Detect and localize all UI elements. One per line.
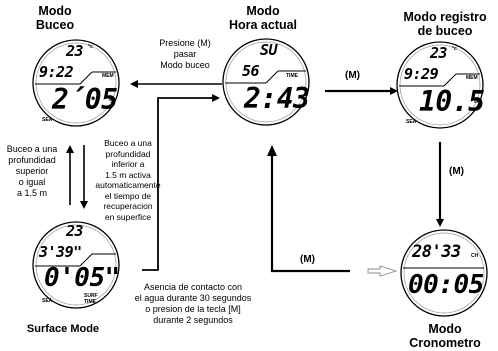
- buceo-depth: 2´05: [52, 83, 118, 116]
- title-hora-actual-line1: Modo: [246, 4, 280, 18]
- title-modo-registro-line2: de buceo: [417, 24, 473, 38]
- note-presione-1: Presione (M): [159, 38, 211, 48]
- surface-tag-time: TIME: [84, 299, 96, 305]
- registro-temp: 23: [430, 44, 448, 62]
- registro-sea: SEA: [406, 119, 417, 125]
- title-hora-actual-line2: Hora actual: [228, 18, 298, 32]
- watch-buceo: 23 °c 9:22 MEM 2´05 m SEA: [30, 38, 122, 128]
- note-mid-6: el tiempo de: [104, 190, 152, 201]
- registro-temp-unit: °c: [452, 46, 457, 52]
- arrow-crono-to-hora: [270, 152, 350, 273]
- note-left-1: Buceo a una: [6, 144, 58, 154]
- title-modo-registro: Modo registro de buceo: [395, 10, 495, 38]
- hora-day: SU: [260, 41, 278, 59]
- buceo-sea: SEA: [42, 117, 53, 123]
- surface-sea: SEA: [42, 298, 53, 304]
- buceo-temp-unit: °c: [88, 44, 93, 50]
- buceo-mem: MEM: [102, 73, 114, 79]
- title-modo-buceo: Modo Buceo: [20, 4, 90, 32]
- title-modo-registro-line1: Modo registro: [403, 10, 487, 24]
- title-modo-buceo-line2: Buceo: [35, 18, 75, 32]
- note-left-2: profundidad: [8, 155, 56, 165]
- note-mid-7: recuperacion: [103, 201, 153, 211]
- watch-cronometro: 28'33 CH 00:05: [398, 228, 490, 318]
- note-bottom-4: durante 2 segundos: [153, 315, 233, 325]
- hora-clock: 2:43: [244, 82, 310, 115]
- registro-mem: MEM: [466, 75, 478, 81]
- note-left-5: a 1.5 m: [16, 188, 47, 198]
- label-m-bottom: (M): [300, 254, 315, 265]
- crono-time: 00:05: [408, 270, 484, 300]
- title-surface-mode: Surface Mode: [26, 323, 100, 335]
- note-left-4: o igual: [18, 177, 46, 187]
- note-presione-2: pasar: [173, 49, 197, 59]
- label-m-top: (M): [345, 70, 360, 81]
- title-modo-cronometro: Modo Cronometro: [400, 322, 490, 350]
- arrow-surface-to-hora: [142, 94, 220, 271]
- note-mid: Buceo a una profundidad inferior a 1.5 m…: [93, 138, 163, 222]
- note-mid-8: en superfice: [104, 211, 152, 222]
- watch-registro: 23 °c 9:29 MEM 10.5 m SEA: [394, 40, 486, 130]
- buceo-depth-unit: m: [109, 96, 116, 103]
- title-cronometro-line1: Modo: [428, 322, 462, 336]
- note-mid-4: 1.5 m activa: [105, 169, 151, 180]
- hora-seconds: 56: [242, 62, 260, 80]
- surface-time: 0'05": [44, 263, 120, 293]
- surface-interval: 3'39": [39, 243, 82, 261]
- surface-tag-surf: SURF: [84, 293, 98, 299]
- label-m-right: (M): [449, 166, 464, 177]
- note-presione: Presione (M) pasar Modo buceo: [150, 38, 220, 71]
- surface-temp: 23: [66, 222, 84, 240]
- note-bottom-3: o presion de la tecla [M]: [145, 304, 241, 314]
- note-bottom-1: Asencia de contacto con: [143, 282, 243, 292]
- title-hora-actual: Modo Hora actual: [218, 4, 308, 32]
- note-mid-2: profundidad: [105, 148, 151, 159]
- buceo-temp: 23: [66, 42, 84, 60]
- note-mid-5: automaticamente: [95, 180, 161, 190]
- watch-hora: SU 56 TIME 2:43: [220, 37, 312, 127]
- title-cronometro-line2: Cronometro: [409, 336, 481, 350]
- note-presione-3: Modo buceo: [160, 60, 210, 70]
- title-modo-buceo-line1: Modo: [38, 4, 72, 18]
- crono-lap: 28'33: [412, 242, 461, 262]
- hora-time-tag: TIME: [286, 73, 298, 79]
- buceo-time: 9:22: [39, 63, 74, 81]
- registro-time: 9:29: [404, 65, 439, 83]
- registro-depth-unit: m: [474, 98, 481, 105]
- note-left: Buceo a una profundidad superior o igual…: [0, 144, 64, 199]
- note-bottom: Asencia de contacto con el agua durante …: [128, 282, 258, 326]
- registro-depth: 10.5: [419, 85, 485, 118]
- watch-surface: 23 3'39" 0'05" SURF TIME SEA: [30, 220, 122, 310]
- note-left-3: superior: [15, 166, 49, 176]
- hollow-arrow-crono: [367, 265, 398, 277]
- crono-ch-tag: CH: [471, 253, 479, 259]
- note-mid-3: inferior a: [111, 159, 145, 169]
- note-mid-1: Buceo a una: [104, 138, 152, 148]
- note-bottom-2: el agua durante 30 segundos: [134, 293, 252, 303]
